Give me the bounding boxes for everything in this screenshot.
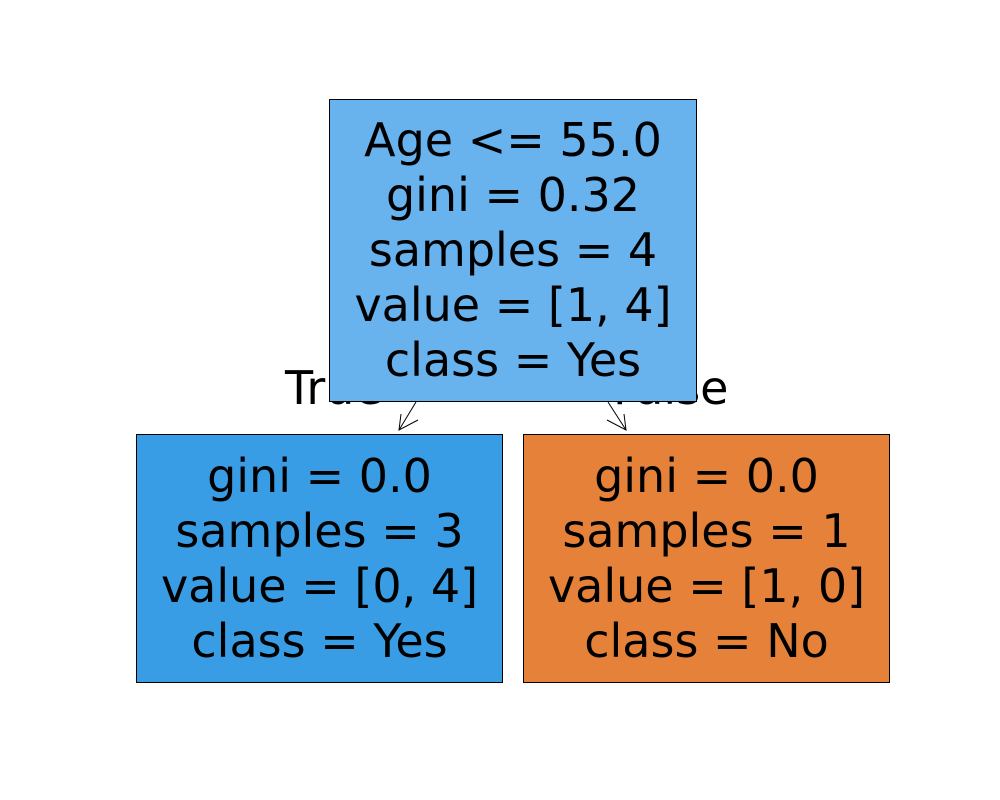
edge-root-to-right — [606, 401, 627, 431]
edge-root-to-left — [398, 401, 419, 431]
right-leaf-node: gini = 0.0 samples = 1 value = [1, 0] cl… — [523, 434, 890, 683]
left-leaf-node: gini = 0.0 samples = 3 value = [0, 4] cl… — [136, 434, 503, 683]
arrow-head-icon — [398, 413, 419, 431]
root-gini: gini = 0.32 — [385, 168, 641, 222]
right-samples: samples = 1 — [562, 503, 851, 558]
root-class: class = Yes — [384, 333, 642, 387]
arrow-head-icon — [606, 413, 627, 431]
root-node: Age <= 55.0 gini = 0.32 samples = 4 valu… — [329, 99, 697, 402]
root-split-condition: Age <= 55.0 — [364, 113, 662, 167]
root-value: value = [1, 4] — [354, 278, 672, 332]
right-value: value = [1, 0] — [547, 558, 866, 613]
left-samples: samples = 3 — [175, 503, 464, 558]
left-gini: gini = 0.0 — [207, 448, 432, 503]
left-class: class = Yes — [191, 613, 448, 668]
right-class: class = No — [584, 613, 829, 668]
right-gini: gini = 0.0 — [594, 448, 819, 503]
root-samples: samples = 4 — [368, 223, 658, 277]
left-value: value = [0, 4] — [160, 558, 479, 613]
